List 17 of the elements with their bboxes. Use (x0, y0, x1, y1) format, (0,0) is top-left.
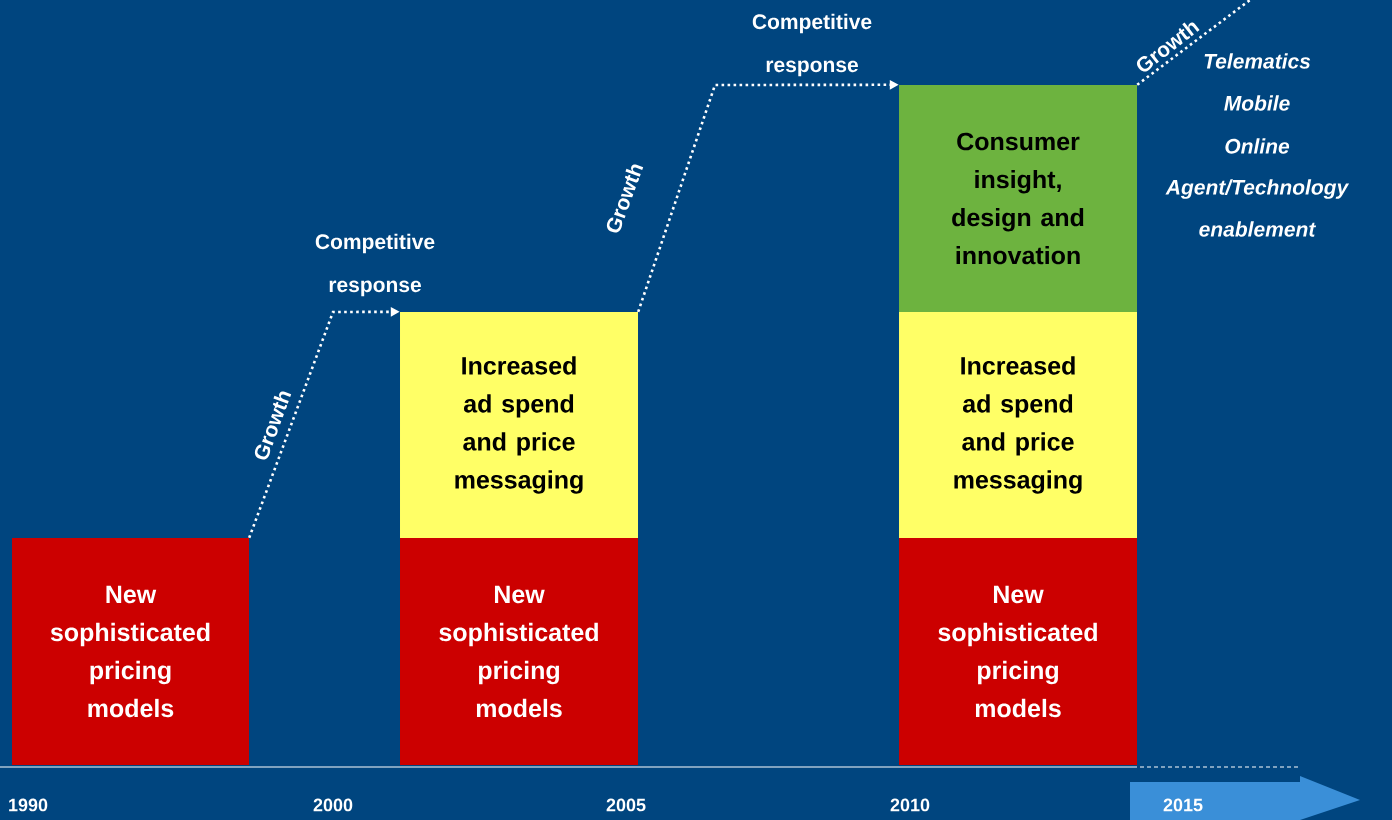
year-label: 2000 (313, 798, 353, 812)
annotation-text: Competitive response (752, 13, 872, 77)
year-label: 2015 (1163, 798, 1203, 812)
text-box: New sophisticated pricing models (400, 538, 638, 765)
text-box: Increased ad spend and price messaging (400, 312, 638, 538)
annotation-text: Competitive response (315, 233, 435, 297)
year-label: 1990 (9, 798, 48, 812)
text-box: Consumer insight, design and innovation (899, 85, 1137, 312)
text-box: Increased ad spend and price messaging (899, 312, 1137, 538)
list-item: Online (1225, 138, 1290, 154)
list-item: Telematics (1204, 53, 1311, 69)
year-label: 2005 (606, 798, 646, 812)
list-item: Mobile (1224, 95, 1290, 111)
list-item: Agent/Technology enablement (1165, 179, 1350, 237)
text-box: New sophisticated pricing models (12, 538, 249, 765)
text-box: New sophisticated pricing models (899, 538, 1137, 765)
year-label: 2010 (890, 798, 930, 812)
